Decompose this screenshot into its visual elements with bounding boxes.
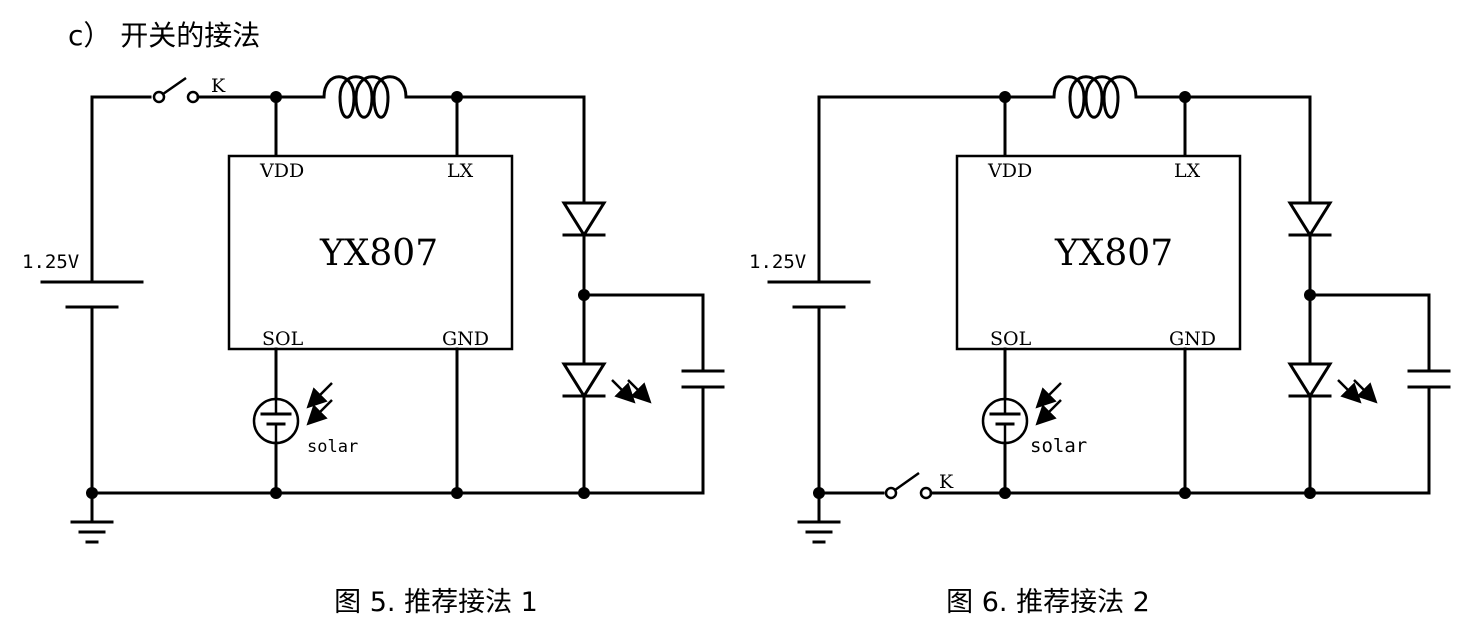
top-wire-right: [404, 95, 586, 205]
ground-symbol: [70, 491, 114, 544]
battery-label: 1.25V: [749, 251, 806, 273]
diode-1: [561, 201, 607, 238]
switch-label: K: [211, 75, 226, 97]
top-wire-right: [1134, 95, 1312, 205]
solar-cell: solar: [252, 382, 358, 457]
pin-sol: SOL: [262, 328, 304, 350]
solar-label: solar: [307, 437, 358, 457]
switch-label: K: [939, 471, 954, 493]
chip-name: YX807: [1054, 233, 1173, 274]
inductor: [322, 75, 408, 119]
ground-symbol: [797, 491, 841, 544]
solar-cell: solar: [981, 382, 1087, 457]
pin-gnd: GND: [442, 328, 489, 350]
pin-gnd: GND: [1169, 328, 1216, 350]
pin-vdd: VDD: [987, 160, 1032, 182]
cap-top-wire: [582, 293, 705, 372]
solar-label: solar: [1030, 435, 1087, 457]
circuit-diagram-1: K VDD LX YX807 SOL GND 1.25V so: [22, 75, 725, 544]
battery-label: 1.25V: [22, 251, 79, 273]
figure-caption-2: 图 6. 推荐接法 2: [946, 587, 1150, 618]
led: [1287, 362, 1378, 404]
chip-name: YX807: [319, 233, 438, 274]
pin-sol: SOL: [990, 328, 1032, 350]
ic-chip: [227, 154, 514, 351]
inductor: [1052, 75, 1138, 119]
figure-caption-1: 图 5. 推荐接法 1: [334, 587, 538, 618]
ic-chip: [955, 154, 1242, 351]
pin-vdd: VDD: [259, 160, 304, 182]
led: [561, 362, 652, 404]
diode-1: [1287, 201, 1333, 238]
circuit-diagram-2: VDD LX YX807 SOL GND 1.25V solar: [749, 75, 1451, 544]
pin-lx: LX: [1174, 160, 1201, 182]
switch-k: K: [152, 75, 226, 104]
cap-top-wire: [1308, 293, 1431, 372]
pin-lx: LX: [447, 160, 474, 182]
section-heading: c） 开关的接法: [68, 19, 261, 52]
